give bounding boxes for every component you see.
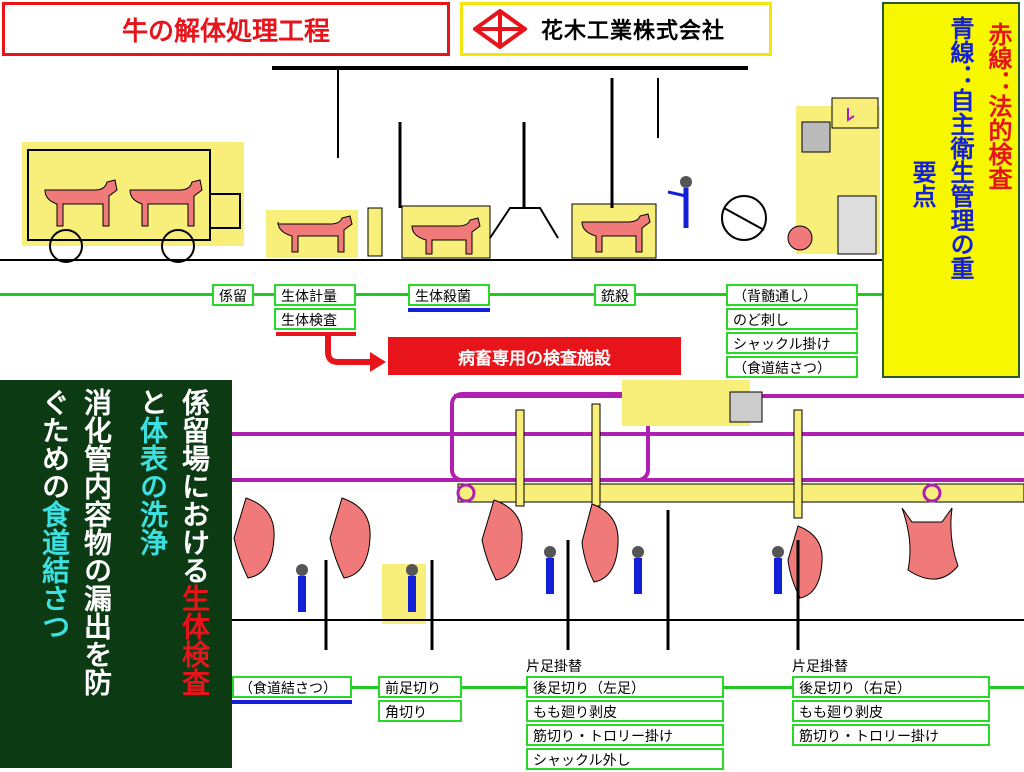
top-process-illustration bbox=[0, 66, 882, 263]
stage-box: 生体検査 bbox=[274, 308, 356, 330]
stage-header: 片足掛替 bbox=[526, 659, 582, 675]
page-title: 牛の解体処理工程 bbox=[2, 2, 450, 56]
note-col-4: ぐための食道結さつ bbox=[38, 388, 71, 640]
stage-box: 生体計量 bbox=[274, 284, 356, 306]
stage-box: 前足切り bbox=[378, 676, 462, 698]
bottom-process-illustration bbox=[232, 380, 1024, 650]
sick-animal-banner: 病畜専用の検査施設 bbox=[388, 337, 681, 375]
legend-blue-1: 青線：自主衛生管理の重 bbox=[946, 16, 974, 280]
legend-blue-2: 要点 bbox=[908, 160, 936, 208]
stage-box: もも廻り剥皮 bbox=[526, 700, 724, 722]
note-col-1: 係留場における生体検査 bbox=[178, 388, 211, 696]
stage-box: （背髄通し） bbox=[726, 284, 858, 306]
stage-box: もも廻り剥皮 bbox=[792, 700, 990, 722]
company-logo-box: 花木工業株式会社 bbox=[460, 2, 772, 56]
stage-box: 角切り bbox=[378, 700, 462, 722]
stage-header: 片足掛替 bbox=[792, 659, 848, 675]
left-note-panel: 係留場における生体検査 と体表の洗浄 消化管内容物の漏出を防 ぐための食道結さつ bbox=[0, 380, 232, 768]
stage-box: （食道結さつ） bbox=[726, 356, 858, 378]
stage-box: 筋切り・トロリー掛け bbox=[526, 724, 724, 746]
stage-box: （食道結さつ） bbox=[232, 676, 352, 698]
stage-box: 筋切り・トロリー掛け bbox=[792, 724, 990, 746]
red-arrow-icon bbox=[325, 334, 386, 372]
cow-icon bbox=[44, 179, 203, 227]
company-name: 花木工業株式会社 bbox=[541, 19, 726, 44]
legend-red: 赤線：法的検査 bbox=[984, 22, 1012, 190]
legend-panel: 赤線：法的検査 青線：自主衛生管理の重 要点 bbox=[882, 2, 1020, 378]
note-col-2: と体表の洗浄 bbox=[136, 388, 169, 556]
stage-box: 生体殺菌 bbox=[408, 284, 490, 306]
stage-box: のど刺し bbox=[726, 308, 858, 330]
red-inspection-underline bbox=[276, 332, 356, 336]
stage-box: 後足切り（右足） bbox=[792, 676, 990, 698]
note-col-3: 消化管内容物の漏出を防 bbox=[80, 388, 113, 696]
stage-box: 係留 bbox=[212, 284, 254, 306]
worker-icon bbox=[296, 546, 784, 624]
stage-box: シャックル掛け bbox=[726, 332, 858, 354]
blue-hygiene-underline bbox=[408, 308, 490, 312]
stage-box: 後足切り（左足） bbox=[526, 676, 724, 698]
stage-box: シャックル外し bbox=[526, 748, 724, 770]
blue-hygiene-underline bbox=[232, 700, 352, 704]
stage-box: 銃殺 bbox=[594, 284, 636, 306]
company-logo-icon bbox=[473, 9, 527, 49]
